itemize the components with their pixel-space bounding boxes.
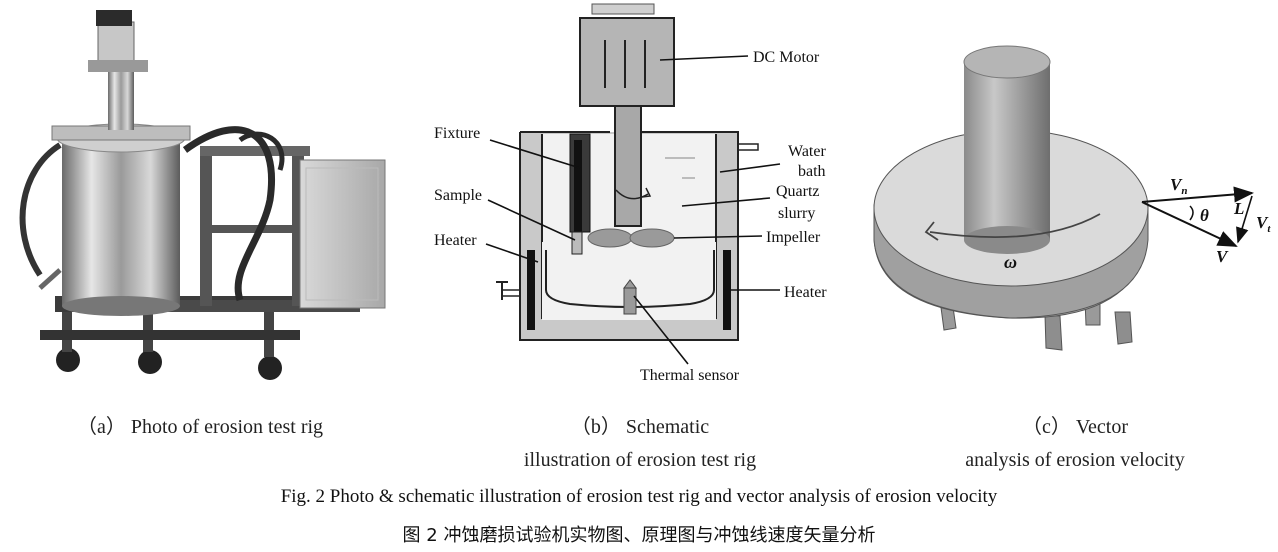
dc-motor — [579, 17, 675, 107]
cylinder — [964, 62, 1050, 240]
caption-b-line2: illustration of erosion test rig — [523, 449, 757, 471]
wheel — [258, 356, 282, 380]
label-vt: Vt — [1256, 213, 1271, 235]
heater-left — [527, 250, 535, 330]
label-heater-right: Heater — [784, 284, 827, 301]
figure-caption-chinese: 图 2 冲蚀磨损试验机实物图、原理图与冲蚀线速度矢量分析 — [402, 525, 876, 546]
vector-v — [1141, 201, 1238, 247]
label-dc-motor: DC Motor — [753, 49, 820, 66]
label-thermal-sensor: Thermal sensor — [640, 367, 740, 384]
vector-vn — [1141, 186, 1254, 203]
tank — [62, 138, 180, 306]
blade — [1044, 314, 1063, 351]
label-impeller: Impeller — [766, 229, 821, 246]
panel-c-vector: ω Vn θ L Vt V — [860, 0, 1278, 400]
impeller — [587, 228, 633, 248]
label-heater-left: Heater — [434, 232, 477, 249]
label-omega: ω — [1004, 252, 1017, 272]
label-sample: Sample — [434, 187, 482, 204]
panel-a-photo — [0, 0, 400, 400]
thermal-sensor — [623, 287, 637, 315]
caption-c-line2: analysis of erosion velocity — [965, 449, 1185, 471]
label-water: Water — [788, 143, 826, 160]
caption-c-line1: （c） Vector — [1021, 416, 1129, 438]
wheel — [56, 348, 80, 372]
label-slurry: slurry — [778, 205, 815, 222]
control-box — [299, 159, 386, 309]
wheel — [138, 350, 162, 374]
figure-caption-english: Fig. 2 Photo & schematic illustration of… — [280, 486, 998, 507]
heater-right — [723, 250, 731, 330]
label-theta: θ — [1200, 206, 1209, 225]
schematic-diagram: DC Motor — [434, 3, 827, 384]
blade — [1114, 311, 1133, 345]
sample — [571, 231, 583, 255]
label-bath: bath — [798, 163, 826, 180]
caption-b-line1: （b） Schematic — [570, 416, 710, 438]
label-l: L — [1233, 199, 1244, 218]
vector-vt — [1236, 195, 1253, 244]
label-quartz: Quartz — [776, 183, 820, 200]
label-fixture: Fixture — [434, 125, 480, 142]
vector-diagram: ω Vn θ L Vt V — [873, 45, 1271, 351]
label-v: V — [1216, 247, 1229, 266]
panel-b-schematic: DC Motor — [420, 0, 850, 400]
shaft — [614, 105, 642, 227]
motor-cap — [96, 10, 132, 26]
caption-a: （a） Photo of erosion test rig — [76, 416, 324, 438]
label-vn: Vn — [1170, 175, 1187, 197]
test-rig-photo — [19, 10, 386, 380]
